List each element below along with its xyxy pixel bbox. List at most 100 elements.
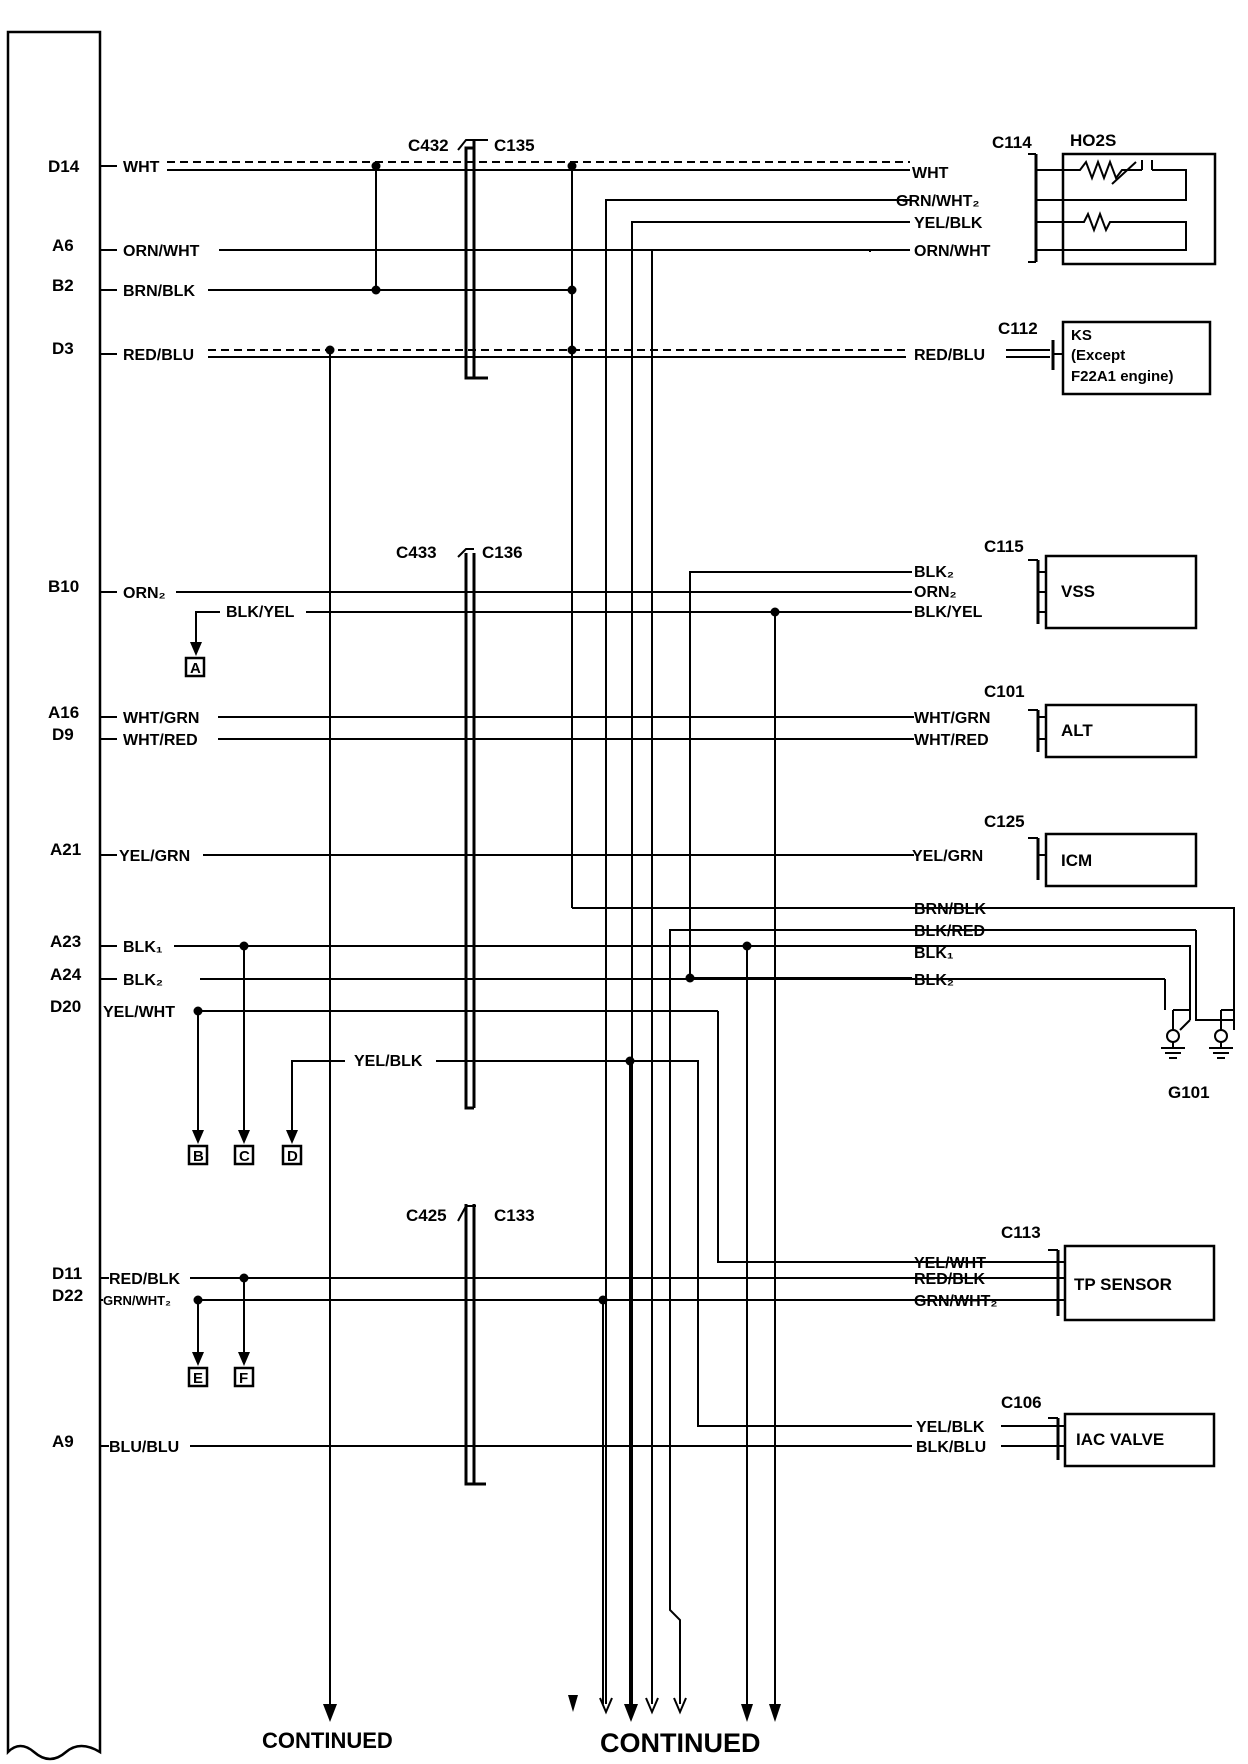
wire-label: WHT/GRN [123,710,199,727]
wire-label: YEL/BLK [354,1053,423,1070]
pin-label: B10 [48,577,79,596]
pin-label: D3 [52,339,74,358]
pin-label: A23 [50,932,81,951]
component-name: IAC VALVE [1076,1430,1164,1449]
connector-label: C433 [396,543,437,562]
component-name: ALT [1061,721,1093,740]
wire-label: BLK₂ [914,972,954,989]
component-note: (Except [1071,347,1125,364]
wire-label: RED/BLK [109,1271,181,1288]
wire-label: RED/BLK [914,1271,986,1288]
connector-label: C425 [406,1206,447,1225]
ho2s-sensor: C114 HO2S WHT GRN/WHT₂ YEL/BLK ORN/WHT [896,131,1217,266]
alternator: C101 ALT WHT/GRN WHT/RED [914,682,1198,759]
reference-boxes: A B C D E F [184,656,303,1388]
pin-label: D22 [52,1286,83,1305]
pin-label: A24 [50,965,82,984]
wire-label: ORN₂ [914,584,957,601]
continued-label: CONTINUED [600,1728,761,1758]
pin-label: D9 [52,725,74,744]
iac-valve: C106 IAC VALVE YEL/BLK BLK/BLU [916,1393,1216,1468]
wire-label: RED/BLU [123,347,194,364]
pin-label: A6 [52,236,74,255]
connector-label: C114 [992,133,1032,152]
ref-label: E [193,1370,203,1387]
connector-label: C115 [984,537,1024,556]
pin-label: D11 [52,1264,82,1283]
wire-label: ORN/WHT [914,243,991,260]
wire-label: YEL/BLK [914,215,983,232]
pin-label: A21 [50,840,81,859]
wire-label: ORN₂ [123,585,166,602]
pin-label: B2 [52,276,74,295]
ref-label: C [239,1148,250,1165]
wire-label: YEL/GRN [119,848,190,865]
wire-label: YEL/WHT [103,1004,175,1021]
pin-label: A16 [48,703,79,722]
connector-label: C136 [482,543,523,562]
wire-label: BLK/YEL [914,604,983,621]
wire-label: WHT [912,165,949,182]
wire-label: BLK₁ [123,939,163,956]
wire-label: WHT [123,159,160,176]
continued-label: CONTINUED [262,1728,393,1753]
connector-label: C125 [984,812,1025,831]
ref-label: D [287,1148,298,1165]
ground-g101: BRN/BLK BLK/RED BLK₁ BLK₂ G101 [914,901,1235,1102]
wire-label: GRN/WHT₂ [896,193,980,210]
low-wires [190,1277,1001,1704]
wire-label: BLK/YEL [226,604,295,621]
wire-label: BLK₂ [123,972,163,989]
connector-label: C432 [408,136,449,155]
connector-label: C112 [998,319,1038,338]
pin-stubs [100,165,117,1447]
component-name: G101 [1168,1083,1210,1102]
ecm-pin-labels: D14 A6 B2 D3 B10 A16 D9 A21 A23 A24 D20 … [48,157,83,1451]
connector-label: C106 [1001,1393,1042,1412]
connector-label: C101 [984,682,1025,701]
pin-label: D20 [50,997,81,1016]
wire-label: BRN/BLK [123,283,195,300]
wire-label: YEL/WHT [914,1255,986,1272]
wire-label: BLK₁ [914,945,954,962]
component-name: KS [1071,327,1092,344]
wire-label: ORN/WHT [123,243,200,260]
ks-sensor: C112 KS (Except F22A1 engine) RED/BLU [914,319,1212,396]
top-wires [167,161,910,1704]
wire-label: GRN/WHT₂ [914,1293,998,1310]
component-note: F22A1 engine) [1071,368,1174,385]
wire-label: BRN/BLK [914,901,986,918]
wire-label: YEL/BLK [916,1419,985,1436]
tp-sensor: C113 TP SENSOR YEL/WHT RED/BLK GRN/WHT₂ [914,1223,1216,1322]
wire-label: WHT/RED [914,732,989,749]
wire-label: YEL/GRN [912,848,983,865]
component-name: VSS [1061,582,1095,601]
pin-label: A9 [52,1432,74,1451]
wire-label: BLK₂ [914,564,954,581]
ref-label: F [239,1370,248,1387]
down-arrows [190,642,781,1722]
vss-sensor: C115 VSS BLK₂ ORN₂ BLK/YEL [914,537,1198,630]
splice-dots [193,161,780,1305]
wire-label: WHT/GRN [914,710,990,727]
ecm-block [6,30,102,1761]
wire-label: RED/BLU [914,347,985,364]
pin-label: D14 [48,157,80,176]
connector-label: C133 [494,1206,535,1225]
ecm-wire-labels: WHT ORN/WHT BRN/BLK RED/BLU ORN₂ WHT/GRN… [103,159,200,1456]
wire-label: GRN/WHT₂ [103,1293,171,1308]
connector-label: C135 [494,136,535,155]
component-name: HO2S [1070,131,1116,150]
ref-label: B [193,1148,204,1165]
connector-label: C113 [1001,1223,1041,1242]
wire-label: BLU/BLU [109,1439,179,1456]
component-name: TP SENSOR [1074,1275,1172,1294]
ignition-control-module: C125 ICM YEL/GRN [912,812,1198,888]
inline-connectors: C432 C135 C433 C136 C425 C133 [396,136,535,1486]
wire-label: BLK/RED [914,923,985,940]
wire-label: BLK/BLU [916,1439,986,1456]
wire-label: WHT/RED [123,732,198,749]
component-name: ICM [1061,851,1092,870]
ref-label: A [190,660,201,677]
